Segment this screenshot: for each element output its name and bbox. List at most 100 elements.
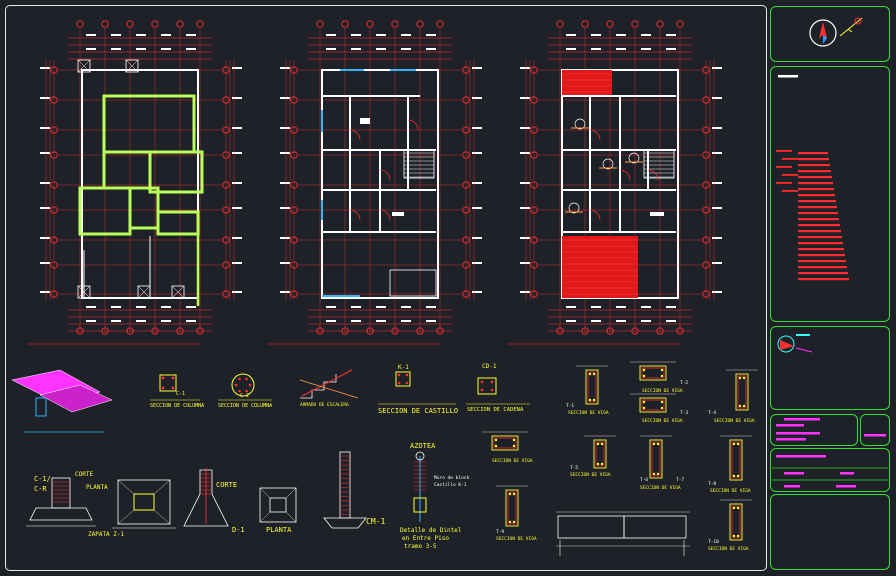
label-c2: C-2: [240, 393, 250, 399]
column-section: [231, 373, 255, 397]
stirrup: [595, 441, 605, 467]
rebar: [480, 388, 484, 392]
exterior-wall: [81, 69, 199, 299]
dimension-text: [161, 320, 171, 322]
stirrup: [641, 399, 665, 411]
rebar: [592, 372, 596, 376]
label-seccion-viga-6: SECCION DE VIGA: [570, 473, 611, 478]
rebar: [736, 474, 740, 478]
axis-bubble: [606, 20, 614, 28]
dimension-text: [326, 320, 336, 322]
dimension-text: [232, 237, 242, 239]
label-detalle-2: en Entre Piso: [402, 535, 449, 542]
roof-hatch: [562, 236, 638, 298]
dimension-text: [520, 291, 530, 293]
rebar: [405, 373, 409, 377]
axis-bubble: [176, 20, 184, 28]
axis-bubble: [101, 327, 109, 335]
fixture: [602, 158, 614, 170]
rebar: [405, 381, 409, 385]
label-seccion-viga-4: SECCION DE VIGA: [714, 419, 755, 424]
axis-bubble: [656, 327, 664, 335]
dimension-text: [232, 207, 242, 209]
axis-bubble: [581, 327, 589, 335]
axis-bubble: [151, 327, 159, 335]
axis-bubble: [676, 20, 684, 28]
note-bullet: [776, 182, 792, 184]
beam-section: [491, 435, 519, 451]
dimension-text: [712, 97, 722, 99]
stair-profile: [300, 374, 337, 399]
room-label: [360, 118, 370, 124]
dimension-text: [161, 34, 171, 36]
door-swing: [407, 119, 419, 131]
rebar: [588, 372, 592, 376]
dimension-text: [641, 306, 651, 308]
rebar: [588, 398, 592, 402]
label-seccion-viga-3: SECCION DE VIGA: [642, 419, 683, 424]
label-t3: T-3: [680, 411, 689, 416]
dimension-text: [232, 97, 242, 99]
rebar: [738, 376, 742, 380]
dimension-text: [86, 34, 96, 36]
dimension-text: [520, 207, 530, 209]
footing-pad: [77, 59, 91, 73]
door-swing: [379, 169, 391, 181]
data-text: [840, 472, 854, 475]
rebar: [494, 438, 498, 442]
label-castillo: Castillo K-1: [434, 483, 467, 488]
room-label: [650, 212, 664, 216]
label-c1-ref: C-1/: [34, 475, 51, 483]
rebar: [512, 520, 516, 524]
dimension-text: [712, 291, 722, 293]
rebar: [642, 368, 646, 372]
note-text: [798, 242, 843, 245]
dimension-text: [472, 262, 482, 264]
dimension-text: [376, 306, 386, 308]
rebar: [732, 474, 736, 478]
rebar: [490, 388, 494, 392]
rebar: [512, 444, 516, 448]
dimension-text: [376, 48, 386, 50]
dimension-text: [566, 306, 576, 308]
dimension-text: [712, 152, 722, 154]
dimension-text: [136, 48, 146, 50]
axis-bubble: [76, 20, 84, 28]
foundation-beam: [102, 94, 196, 154]
dimension-text: [40, 207, 50, 209]
dimension-text: [326, 34, 336, 36]
footing-section: [29, 507, 93, 521]
foundation-beam: [148, 150, 204, 194]
dimension-text: [641, 320, 651, 322]
foundation-beam: [156, 210, 200, 236]
label-t9: T-9: [496, 530, 505, 535]
footing-plan: [117, 479, 171, 525]
label-corte: CORTE: [75, 471, 94, 478]
beam-section: [639, 397, 667, 413]
rebar: [600, 462, 604, 466]
dimension-text: [520, 67, 530, 69]
dimension-text: [566, 320, 576, 322]
dimension-text: [641, 48, 651, 50]
roof-hatch: [562, 70, 612, 96]
label-cr-ref: C-R: [34, 485, 47, 493]
isometric-column: [35, 397, 47, 417]
stirrup: [651, 441, 661, 477]
note-text: [798, 176, 832, 179]
rebar: [732, 506, 736, 510]
dimension-text: [280, 207, 290, 209]
dimension-text: [520, 97, 530, 99]
note-text: [798, 248, 844, 251]
axis-bubble: [126, 327, 134, 335]
dimension-text: [280, 97, 290, 99]
label-detalle-3: tramo 3-5: [404, 543, 437, 550]
note-bullet: [782, 174, 798, 176]
footing-pad: [125, 59, 139, 73]
label-t8: T-8: [708, 482, 717, 487]
titleblock-info-panel-b: [860, 414, 890, 446]
note-text: [798, 260, 846, 263]
dimension-text: [401, 306, 411, 308]
titleblock-client-panel: [770, 326, 890, 410]
beam-section: [729, 439, 743, 481]
axis-bubble: [341, 327, 349, 335]
